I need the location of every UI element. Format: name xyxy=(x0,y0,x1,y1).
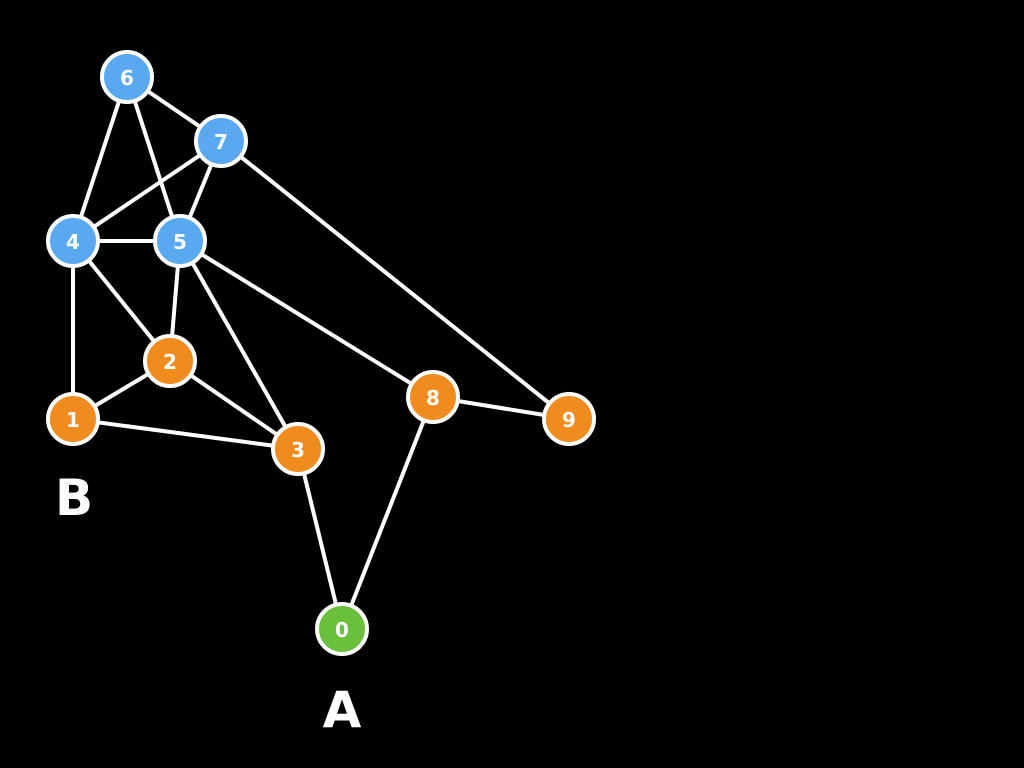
node-2: 2 xyxy=(143,334,197,388)
node-1: 1 xyxy=(46,392,100,446)
node-circle-4 xyxy=(46,214,100,268)
node-8: 8 xyxy=(406,370,460,424)
node-3: 3 xyxy=(271,422,325,476)
group-label-b: B xyxy=(55,469,93,527)
node-4: 4 xyxy=(46,214,100,268)
node-9: 9 xyxy=(542,392,596,446)
edge-7-9 xyxy=(219,139,571,421)
node-label-9: 9 xyxy=(562,408,576,432)
node-7: 7 xyxy=(194,114,248,168)
edge-1-3 xyxy=(72,417,299,451)
edge-5-3 xyxy=(178,240,300,450)
node-label-1: 1 xyxy=(66,408,80,432)
node-circle-2 xyxy=(143,334,197,388)
node-circle-9 xyxy=(542,392,596,446)
edge-3-0 xyxy=(296,448,344,630)
edge-8-0 xyxy=(340,396,435,630)
node-5: 5 xyxy=(153,214,207,268)
node-circle-7 xyxy=(194,114,248,168)
nodes-layer: 0 1 2 3 4 5 6 7 8 9 xyxy=(46,50,596,656)
node-label-0: 0 xyxy=(335,618,349,642)
node-label-3: 3 xyxy=(291,438,305,462)
edge-6-5 xyxy=(125,76,182,242)
node-circle-5 xyxy=(153,214,207,268)
edge-7-4 xyxy=(71,139,223,243)
edge-6-4 xyxy=(71,76,129,242)
node-circle-3 xyxy=(271,422,325,476)
node-0: 0 xyxy=(315,602,369,656)
edges-layer xyxy=(71,75,571,630)
edge-5-8 xyxy=(178,239,435,399)
node-6: 6 xyxy=(100,50,154,104)
node-label-7: 7 xyxy=(214,130,228,154)
node-label-4: 4 xyxy=(66,230,80,254)
node-label-2: 2 xyxy=(163,350,177,374)
node-label-8: 8 xyxy=(426,386,440,410)
node-circle-6 xyxy=(100,50,154,104)
node-label-5: 5 xyxy=(173,230,187,254)
group-label-a: A xyxy=(323,681,362,739)
node-circle-0 xyxy=(315,602,369,656)
node-circle-1 xyxy=(46,392,100,446)
node-circle-8 xyxy=(406,370,460,424)
node-label-6: 6 xyxy=(120,66,134,90)
